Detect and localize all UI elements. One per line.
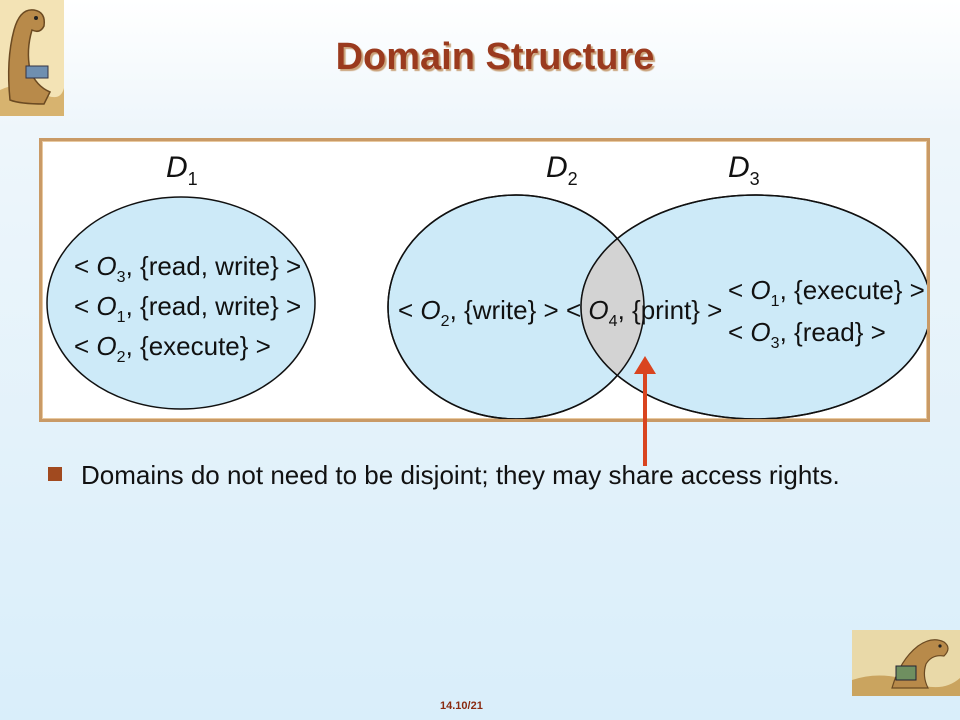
d2-entry-1: < O2, {write} > [398, 295, 559, 330]
domain-d1-label: D1 [166, 151, 198, 189]
shared-entry: < O4, {print} > [566, 295, 722, 330]
d1-entry-1: < O3, {read, write} > [74, 251, 301, 286]
bullet-point: Domains do not need to be disjoint; they… [48, 458, 928, 493]
bullet-square-icon [48, 467, 62, 481]
domain-venn-diagram: D1 D2 D3 < O3, {read, write} > < O1, {re… [46, 151, 927, 419]
dinosaur-logo-bottom [852, 630, 960, 696]
d3-entry-2: < O3, {read} > [728, 317, 886, 352]
d3-entry-1: < O1, {execute} > [728, 275, 925, 310]
domain-d3-label: D3 [728, 151, 760, 189]
dinosaur-logo-top [0, 0, 64, 116]
d1-entry-3: < O2, {execute} > [74, 331, 271, 366]
d1-entry-2: < O1, {read, write} > [74, 291, 301, 326]
domain-d1-ellipse [46, 196, 316, 410]
slide-number: 14.10/21 [440, 700, 483, 712]
page-title: Domain Structure [335, 36, 655, 78]
bullet-text: Domains do not need to be disjoint; they… [81, 460, 840, 490]
domain-d2-label: D2 [546, 151, 578, 189]
domain-diagram: D1 D2 D3 < O3, {read, write} > < O1, {re… [39, 138, 930, 422]
